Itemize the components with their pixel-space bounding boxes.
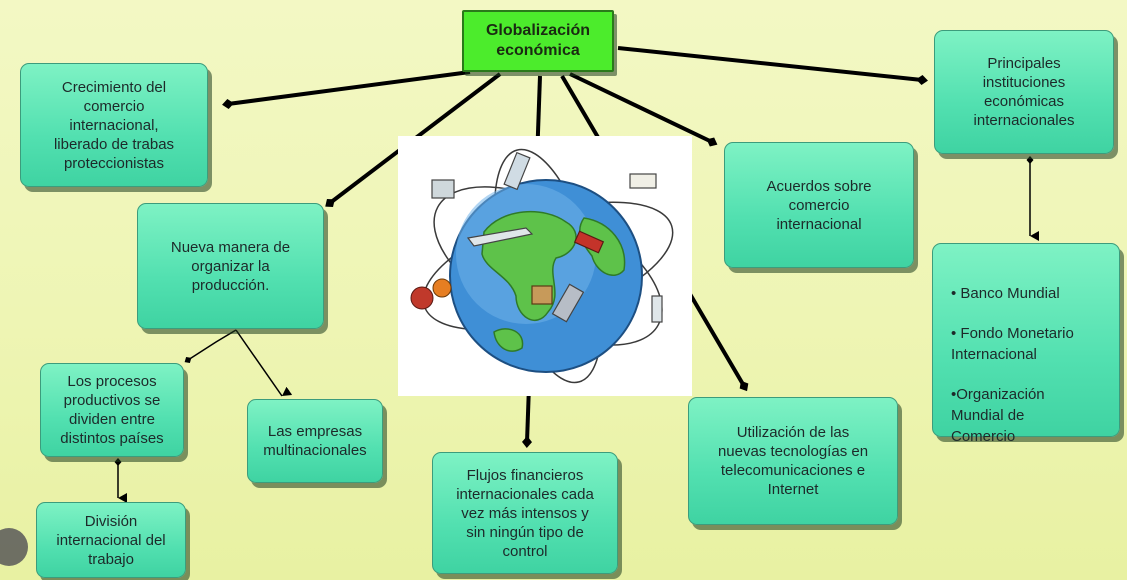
globe-illustration — [398, 136, 692, 396]
list-item-fondo-monetario: • Fondo Monetario Internacional — [951, 325, 1074, 363]
link-root-acuerdos — [569, 72, 718, 147]
node-principales: Principales instituciones económicas int… — [934, 30, 1114, 154]
node-nueva-manera: Nueva manera de organizar la producción. — [137, 203, 324, 329]
node-crecimiento: Crecimiento del comercio internacional, … — [20, 63, 208, 187]
node-acuerdos: Acuerdos sobre comercio internacional — [724, 142, 914, 268]
node-empresas-label: Las empresas multinacionales — [263, 423, 367, 459]
node-division-label: División internacional del trabajo — [56, 512, 166, 568]
root-node: Globalización económica — [462, 10, 614, 72]
link-nueva-procesos — [184, 329, 237, 363]
link-root-principales — [617, 46, 928, 85]
node-flujos: Flujos financieros internacionales cada … — [432, 452, 618, 574]
node-procesos: Los procesos productivos se dividen entr… — [40, 363, 184, 457]
node-acuerdos-label: Acuerdos sobre comercio internacional — [766, 177, 872, 233]
node-nueva-manera-label: Nueva manera de organizar la producción. — [170, 238, 291, 294]
node-instituciones: • Banco Mundial • Fondo Monetario Intern… — [932, 243, 1120, 445]
node-empresas: Las empresas multinacionales — [247, 399, 383, 483]
link-nueva-empresas — [235, 329, 293, 397]
node-procesos-label: Los procesos productivos se dividen entr… — [60, 373, 164, 447]
root-label: Globalización económica — [485, 22, 590, 59]
list-item-omc: •Organización Mundial de Comercio — [951, 386, 1045, 445]
node-division: División internacional del trabajo — [36, 502, 186, 578]
node-utilizacion-label: Utilización de las nuevas tecnologías en… — [717, 424, 869, 498]
node-flujos-label: Flujos financieros internacionales cada … — [456, 466, 594, 560]
list-item-banco-mundial: • Banco Mundial — [951, 285, 1060, 302]
node-principales-label: Principales instituciones económicas int… — [973, 55, 1075, 129]
link-root-crecimiento — [222, 70, 471, 109]
instituciones-list: • Banco Mundial • Fondo Monetario Intern… — [951, 264, 1074, 466]
node-utilizacion: Utilización de las nuevas tecnologías en… — [688, 397, 898, 525]
node-crecimiento-label: Crecimiento del comercio internacional, … — [53, 78, 175, 172]
